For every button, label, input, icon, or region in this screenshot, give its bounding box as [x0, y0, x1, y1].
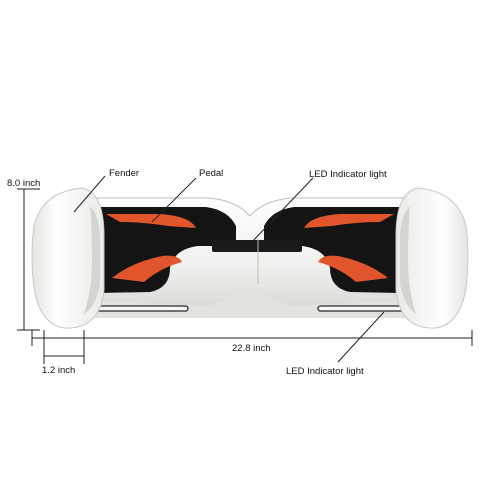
- left-pedal-accent-bottom: [112, 255, 182, 282]
- led-strip-left: [89, 305, 189, 312]
- left-wheel-fender: [31, 187, 105, 329]
- height-dimension-label: 8.0 inch: [7, 178, 40, 189]
- led-indicator-top-label: LED Indicator light: [309, 169, 387, 180]
- offset-dimension-label: 1.2 inch: [42, 365, 75, 376]
- led-bottom-callout-line: [337, 311, 385, 363]
- right-pedal-accent-top: [304, 214, 394, 228]
- pedal-callout-line: [151, 177, 197, 223]
- right-wheel-fender: [395, 187, 469, 329]
- width-dimension-label: 22.8 inch: [232, 343, 271, 354]
- fender-callout-line: [73, 175, 106, 213]
- led-top-callout-line: [247, 177, 314, 247]
- led-indicator-bottom-label: LED Indicator light: [286, 366, 364, 377]
- right-pedal-accent-bottom: [318, 255, 388, 282]
- center-led-panel: [212, 240, 302, 252]
- fender-label: Fender: [109, 168, 139, 179]
- right-fender-inner: [400, 206, 416, 314]
- left-fender-inner: [84, 206, 100, 314]
- pedal-label: Pedal: [199, 168, 223, 179]
- left-pedal-accent-top: [106, 214, 196, 228]
